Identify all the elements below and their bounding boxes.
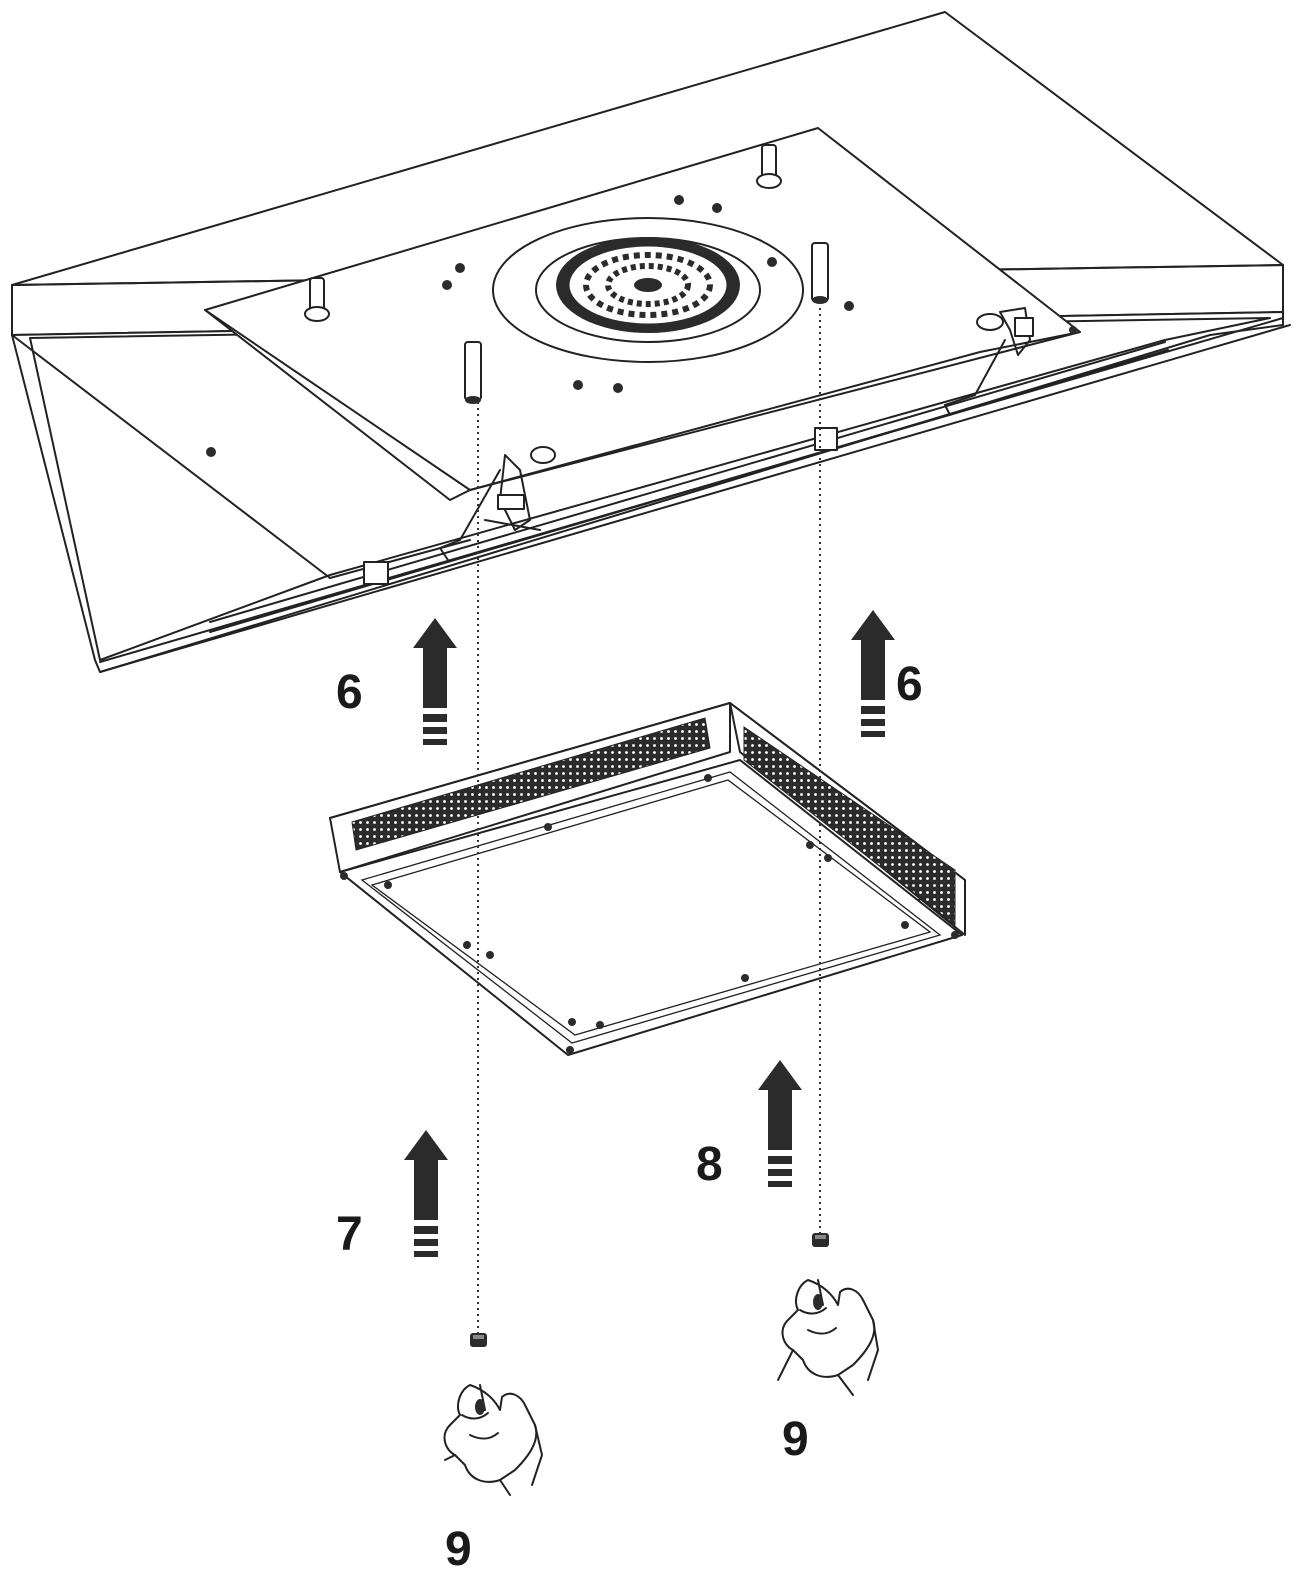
knurled-nut-icon bbox=[812, 1233, 829, 1247]
bolt-top-right bbox=[756, 144, 782, 189]
hinge-right bbox=[944, 307, 1034, 416]
mounting-stud-left bbox=[464, 341, 482, 404]
hood-housing bbox=[11, 11, 1291, 673]
filter-bottom-face bbox=[339, 759, 963, 1056]
mesh-left bbox=[351, 717, 711, 851]
filter-box bbox=[329, 702, 966, 1056]
hinge-left bbox=[439, 446, 556, 561]
step-7-label: 7 bbox=[336, 1208, 363, 1261]
hand-icon bbox=[443, 1384, 543, 1496]
up-arrow-icon bbox=[758, 1060, 802, 1187]
up-arrow-icon bbox=[413, 618, 457, 745]
mounting-stud-right bbox=[811, 242, 829, 304]
clip-center bbox=[814, 427, 838, 451]
bolt-top-left bbox=[304, 277, 330, 322]
hood-holes bbox=[206, 195, 1077, 457]
clip-left bbox=[363, 561, 389, 585]
step-6-right-label: 6 bbox=[896, 658, 923, 711]
step-8-label: 8 bbox=[696, 1138, 723, 1191]
hand-icon bbox=[777, 1279, 879, 1396]
hood-bottom-rail bbox=[99, 324, 1291, 673]
mesh-right bbox=[743, 726, 956, 927]
knurled-nut-icon bbox=[470, 1333, 487, 1347]
step-9-right-label: 9 bbox=[782, 1413, 809, 1466]
up-arrow-icon bbox=[404, 1130, 448, 1257]
fan-icon bbox=[492, 217, 804, 363]
step-9-left-label: 9 bbox=[445, 1523, 472, 1575]
filter-holes bbox=[340, 774, 959, 1054]
step-6-left-label: 6 bbox=[336, 666, 363, 719]
up-arrow-icon bbox=[851, 610, 895, 737]
